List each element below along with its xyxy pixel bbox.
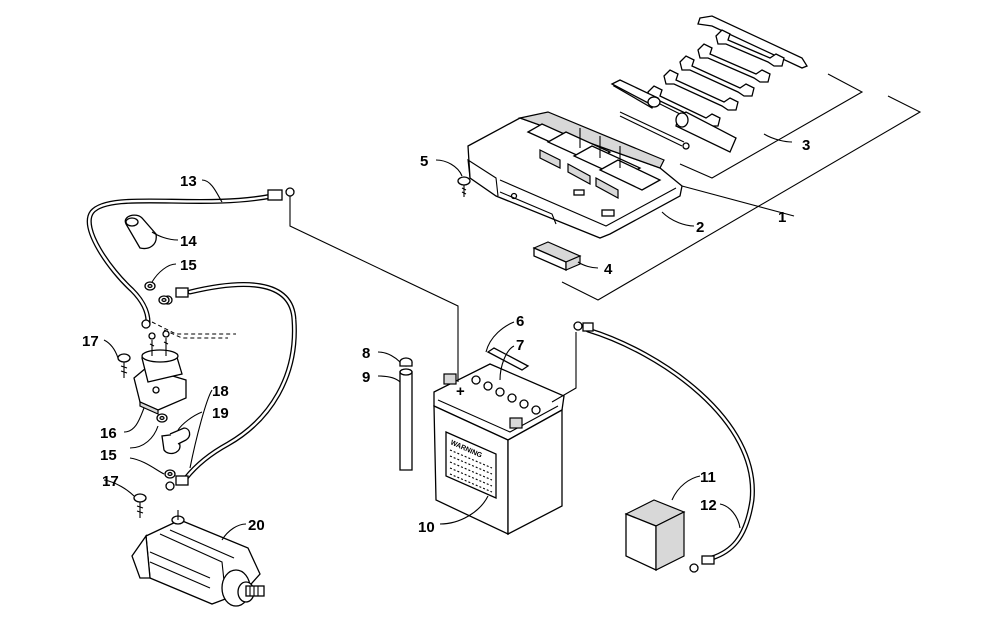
- foam-pad-4: [532, 241, 582, 271]
- plug-socket: [619, 111, 737, 153]
- callout-7: 7: [516, 337, 524, 354]
- nut-15-a: [144, 281, 156, 291]
- callout-3: 3: [802, 137, 810, 154]
- starter-motor-20: [131, 510, 265, 607]
- callout-10: 10: [418, 519, 435, 536]
- screw-5: [457, 176, 471, 197]
- screwdriver: [610, 79, 701, 125]
- starter-solenoid-16: [133, 330, 187, 415]
- vent-tube-9: [399, 368, 413, 471]
- callout-14: 14: [180, 233, 197, 250]
- tool-tray: [467, 111, 683, 239]
- nut-15-b: [158, 295, 170, 305]
- callout-16: 16: [100, 425, 117, 442]
- vent-clamp-8: [399, 357, 413, 367]
- battery-terminal-sign: +: [456, 383, 465, 400]
- callout-4: 4: [604, 261, 613, 278]
- positive-cable-13: [86, 187, 295, 329]
- battery: + WARNING: [433, 363, 565, 536]
- wrench-2: [697, 43, 771, 83]
- callout-13: 13: [180, 173, 197, 190]
- callout-17-lower: 17: [102, 473, 119, 490]
- wrench-4: [663, 69, 739, 111]
- callout-20: 20: [248, 517, 265, 534]
- callout-17-upper: 17: [82, 333, 99, 350]
- nut-15-c: [156, 413, 168, 423]
- callout-15-lower: 15: [100, 447, 117, 464]
- assembly-bracket-3: [679, 73, 864, 179]
- callout-15-upper: 15: [180, 257, 197, 274]
- callout-2: 2: [696, 219, 704, 236]
- leader-lines: [103, 133, 795, 541]
- callout-11: 11: [700, 469, 716, 486]
- nut-15-d: [164, 469, 176, 479]
- assembly-bracket-1: [561, 95, 922, 301]
- wrench-3: [679, 55, 755, 97]
- terminal-cap-19: [161, 427, 191, 455]
- bolt-17-b: [133, 493, 147, 518]
- wrench-1: [715, 29, 785, 67]
- callout-18: 18: [212, 383, 229, 400]
- dashed-connection: [151, 321, 236, 339]
- callout-labels: 1 2 3 4 5 6 7 8 9 10 11 12 13 14 15 17 1…: [82, 137, 810, 536]
- callout-19: 19: [212, 405, 229, 422]
- vent-strip: [486, 347, 530, 371]
- callout-9: 9: [362, 369, 370, 386]
- callout-5: 5: [420, 153, 428, 170]
- negative-cable-12: [573, 321, 755, 573]
- callout-6: 6: [516, 313, 524, 330]
- callout-8: 8: [362, 345, 370, 362]
- foam-pad-11: [624, 499, 686, 572]
- callout-1: 1: [778, 209, 786, 226]
- bolt-17-a: [117, 353, 131, 378]
- tool-kit: [610, 15, 808, 153]
- callout-12: 12: [700, 497, 717, 514]
- terminal-cap-14: [124, 214, 157, 250]
